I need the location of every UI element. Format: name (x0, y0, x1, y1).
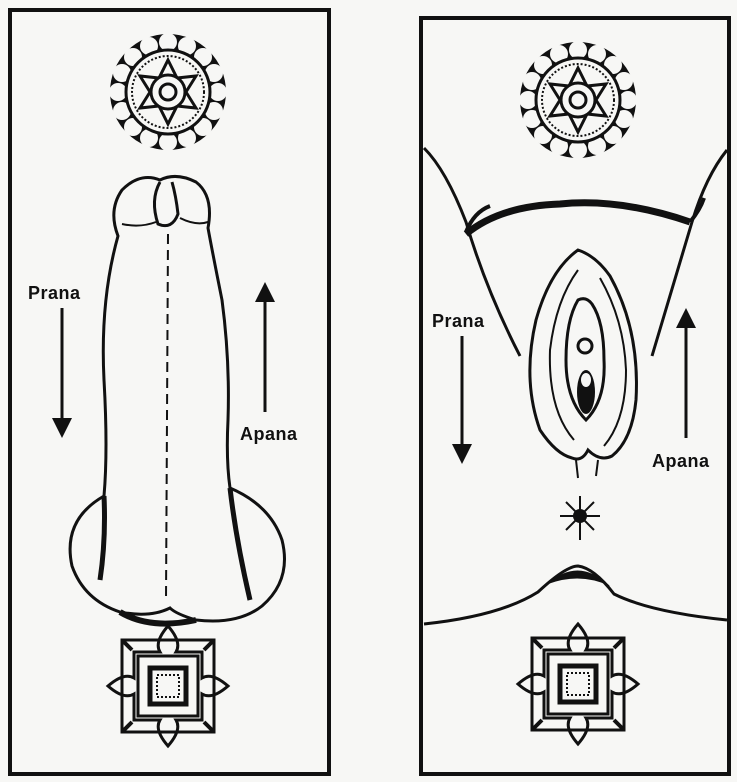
up-arrow-icon (676, 308, 696, 438)
apana-label: Apana (652, 451, 710, 472)
prana-label: Prana (28, 283, 81, 304)
down-arrow-icon (52, 308, 72, 438)
male-panel (10, 10, 329, 774)
prana-label: Prana (432, 311, 485, 332)
female-panel (421, 18, 729, 774)
square-chakra-icon (108, 626, 228, 746)
apana-label: Apana (240, 424, 298, 445)
square-chakra-icon (518, 624, 638, 744)
down-arrow-icon (452, 336, 472, 464)
lotus-chakra-icon (109, 33, 227, 151)
up-arrow-icon (255, 282, 275, 412)
female-organ-outline (530, 250, 637, 459)
star-point-icon (560, 496, 600, 540)
lotus-chakra-icon (519, 41, 637, 159)
